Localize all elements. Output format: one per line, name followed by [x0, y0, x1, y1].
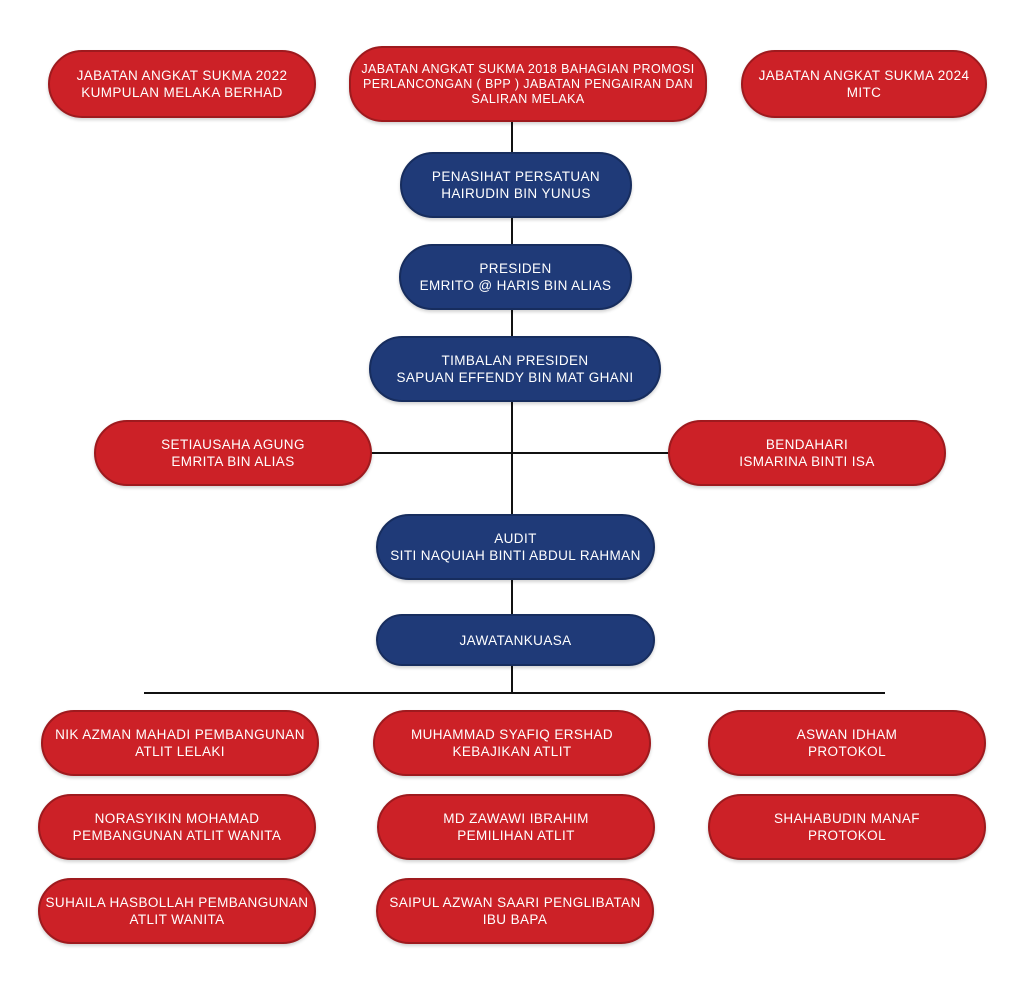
penasihat-node: PENASIHAT PERSATUAN HAIRUDIN BIN YUNUS — [400, 152, 632, 218]
sponsor-node-sukma-2024: JABATAN ANGKAT SUKMA 2024 MITC — [741, 50, 987, 118]
presiden-node: PRESIDEN EMRITO @ HARIS BIN ALIAS — [399, 244, 632, 310]
node-line: ATLIT LELAKI — [135, 744, 225, 759]
connector-committee-horizontal — [144, 692, 885, 694]
node-line: JABATAN ANGKAT SUKMA 2018 BAHAGIAN PROMO… — [361, 61, 695, 76]
node-line: MUHAMMAD SYAFIQ ERSHAD — [410, 727, 614, 742]
node-title: BENDAHARI — [765, 437, 849, 452]
node-line: JABATAN ANGKAT SUKMA 2024 — [758, 68, 970, 83]
node-line: NIK AZMAN MAHADI PEMBANGUNAN — [55, 727, 305, 742]
committee-node: SUHAILA HASBOLLAH PEMBANGUNAN ATLIT WANI… — [38, 878, 316, 944]
node-title: TIMBALAN PRESIDEN — [441, 353, 589, 368]
sponsor-node-sukma-2018: JABATAN ANGKAT SUKMA 2018 BAHAGIAN PROMO… — [349, 46, 707, 122]
node-title: PENASIHAT PERSATUAN — [431, 169, 601, 184]
node-line: JABATAN ANGKAT SUKMA 2022 — [76, 68, 288, 83]
node-line: PERLANCONGAN ( BPP ) JABATAN PENGAIRAN D… — [362, 76, 694, 91]
node-line: SHAHABUDIN MANAF — [774, 811, 920, 826]
committee-node: MUHAMMAD SYAFIQ ERSHAD KEBAJIKAN ATLIT — [373, 710, 651, 776]
node-line: SAIPUL AZWAN SAARI PENGLIBATAN — [389, 895, 641, 910]
node-name: SITI NAQUIAH BINTI ABDUL RAHMAN — [390, 548, 641, 563]
committee-node: MD ZAWAWI IBRAHIM PEMILIHAN ATLIT — [377, 794, 655, 860]
connector-main-vertical — [511, 118, 513, 693]
node-line: PROTOKOL — [808, 744, 886, 759]
node-line: PEMBANGUNAN ATLIT WANITA — [72, 828, 282, 843]
node-line: SALIRAN MELAKA — [471, 91, 585, 106]
node-name: ISMARINA BINTI ISA — [739, 454, 875, 469]
committee-node: SAIPUL AZWAN SAARI PENGLIBATAN IBU BAPA — [376, 878, 654, 944]
committee-node: SHAHABUDIN MANAF PROTOKOL — [708, 794, 986, 860]
node-line: PROTOKOL — [808, 828, 886, 843]
sponsor-node-sukma-2022: JABATAN ANGKAT SUKMA 2022 KUMPULAN MELAK… — [48, 50, 316, 118]
node-line: ATLIT WANITA — [129, 912, 225, 927]
node-line: PEMILIHAN ATLIT — [457, 828, 575, 843]
committee-node: ASWAN IDHAM PROTOKOL — [708, 710, 986, 776]
setiausaha-node: SETIAUSAHA AGUNG EMRITA BIN ALIAS — [94, 420, 372, 486]
node-name: HAIRUDIN BIN YUNUS — [441, 186, 591, 201]
node-name: EMRITA BIN ALIAS — [171, 454, 295, 469]
node-line: SUHAILA HASBOLLAH PEMBANGUNAN — [45, 895, 309, 910]
jawatankuasa-node: JAWATANKUASA — [376, 614, 655, 666]
committee-node: NIK AZMAN MAHADI PEMBANGUNAN ATLIT LELAK… — [41, 710, 319, 776]
node-title: JAWATANKUASA — [459, 632, 572, 648]
node-line: IBU BAPA — [482, 912, 548, 927]
bendahari-node: BENDAHARI ISMARINA BINTI ISA — [668, 420, 946, 486]
node-line: MITC — [846, 85, 882, 100]
connector-secretary-treasurer — [370, 452, 670, 454]
node-line: KUMPULAN MELAKA BERHAD — [81, 85, 283, 100]
node-line: MD ZAWAWI IBRAHIM — [443, 811, 589, 826]
committee-node: NORASYIKIN MOHAMAD PEMBANGUNAN ATLIT WAN… — [38, 794, 316, 860]
node-name: EMRITO @ HARIS BIN ALIAS — [419, 278, 612, 293]
node-title: AUDIT — [494, 531, 537, 546]
node-line: ASWAN IDHAM — [796, 727, 898, 742]
audit-node: AUDIT SITI NAQUIAH BINTI ABDUL RAHMAN — [376, 514, 655, 580]
timbalan-presiden-node: TIMBALAN PRESIDEN SAPUAN EFFENDY BIN MAT… — [369, 336, 661, 402]
node-line: NORASYIKIN MOHAMAD — [94, 811, 260, 826]
node-name: SAPUAN EFFENDY BIN MAT GHANI — [396, 370, 634, 385]
node-title: PRESIDEN — [479, 261, 552, 276]
node-title: SETIAUSAHA AGUNG — [161, 437, 305, 452]
node-line: KEBAJIKAN ATLIT — [452, 744, 572, 759]
